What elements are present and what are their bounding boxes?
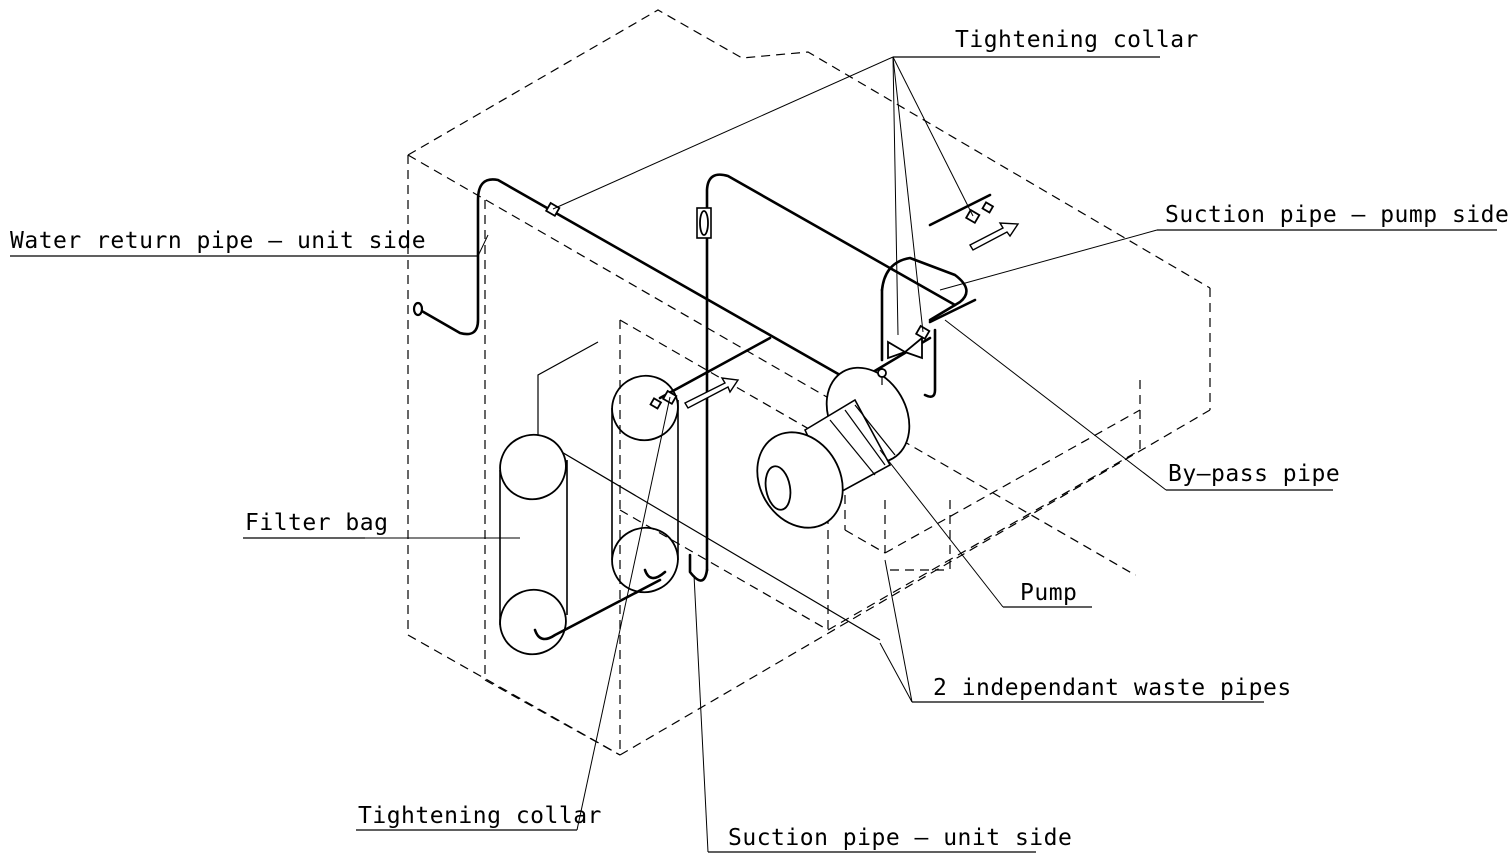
label-tightening-collar-top: Tightening collar: [955, 27, 1199, 53]
water-return-pipe: [418, 178, 932, 381]
pump-icon: [756, 366, 911, 529]
filter-bag-right: [611, 374, 679, 594]
label-water-return-pipe: Water return pipe – unit side: [10, 228, 426, 254]
label-bypass-pipe: By–pass pipe: [1168, 461, 1340, 487]
label-suction-pipe-unit-side: Suction pipe – unit side: [728, 825, 1072, 851]
return-pipe-end-icon: [412, 301, 424, 317]
label-suction-pipe-pump-side: Suction pipe – pump side: [1165, 202, 1509, 228]
label-filter-bag: Filter bag: [245, 510, 388, 536]
label-pump: Pump: [1020, 580, 1077, 606]
tightening-collar-icons: [544, 201, 995, 410]
filter-bag-left: [499, 433, 662, 656]
label-waste-pipes: 2 independant waste pipes: [933, 675, 1292, 701]
leader-lines: [365, 56, 1167, 853]
waste-pipe-outline: [537, 341, 881, 641]
valve-icon: [887, 336, 923, 360]
flow-arrow-icons: [684, 222, 1020, 409]
label-underlines: [10, 56, 1497, 853]
bypass-pipe: [880, 256, 977, 398]
suction-pipe: [658, 173, 957, 582]
housing-outline: [407, 9, 1211, 756]
pump-side-pipe: [928, 193, 992, 227]
label-tightening-collar-bottom: Tightening collar: [358, 803, 602, 829]
